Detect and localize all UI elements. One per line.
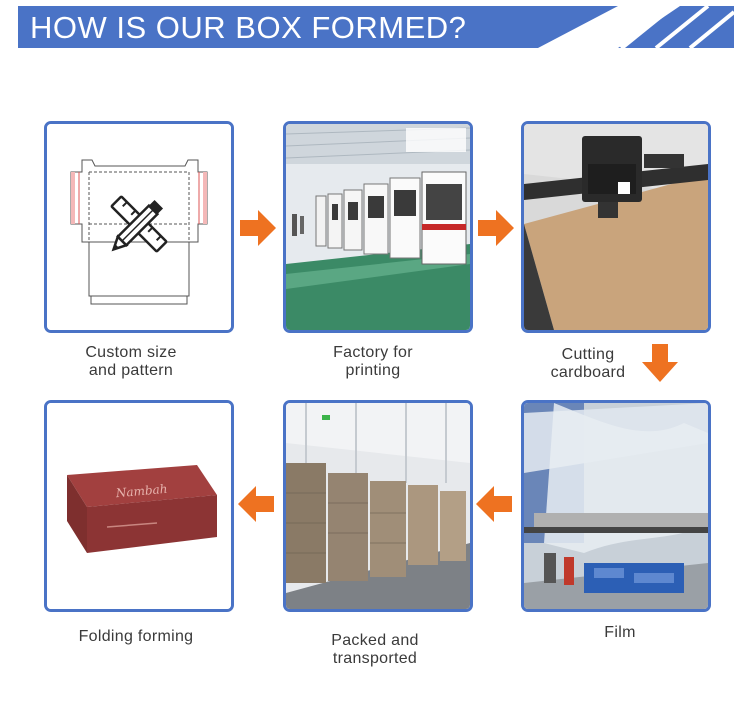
- step-card-packed: [283, 400, 473, 612]
- step-caption-folding: Folding forming: [78, 628, 194, 645]
- step-caption-printing: Factory for printing: [333, 344, 413, 379]
- step-card-custom-size: [44, 121, 234, 333]
- step-caption-cutting: Cutting cardboard: [550, 346, 626, 381]
- step-caption-packed: Packed and transported: [331, 632, 419, 667]
- step-caption-film: Film: [604, 624, 636, 641]
- arrow-down-icon: [642, 344, 678, 382]
- page-title: HOW IS OUR BOX FORMED?: [30, 10, 467, 45]
- film-lamination-photo: [524, 403, 708, 609]
- box-logo-text: Nambah: [114, 482, 168, 501]
- banner-shape: [18, 6, 734, 48]
- step-card-cutting: [521, 121, 711, 333]
- pencil-ruler-icon: [110, 195, 168, 253]
- warehouse-pallets-photo: [286, 403, 470, 609]
- title-banner: HOW IS OUR BOX FORMED?: [18, 6, 734, 48]
- arrow-right-icon: [240, 210, 276, 246]
- step-card-folding: Nambah: [44, 400, 234, 612]
- step-card-printing: [283, 121, 473, 333]
- arrow-left-icon: [476, 486, 512, 522]
- arrow-left-icon: [238, 486, 274, 522]
- step-card-film: [521, 400, 711, 612]
- printing-factory-photo: [286, 124, 470, 330]
- step-caption-custom-size: Custom size and pattern: [85, 344, 177, 379]
- cardboard-cutting-machine-photo: [524, 124, 708, 330]
- folded-mailer-box-photo: Nambah: [47, 403, 231, 609]
- box-pattern-illustration: [47, 124, 231, 330]
- arrow-right-icon: [478, 210, 514, 246]
